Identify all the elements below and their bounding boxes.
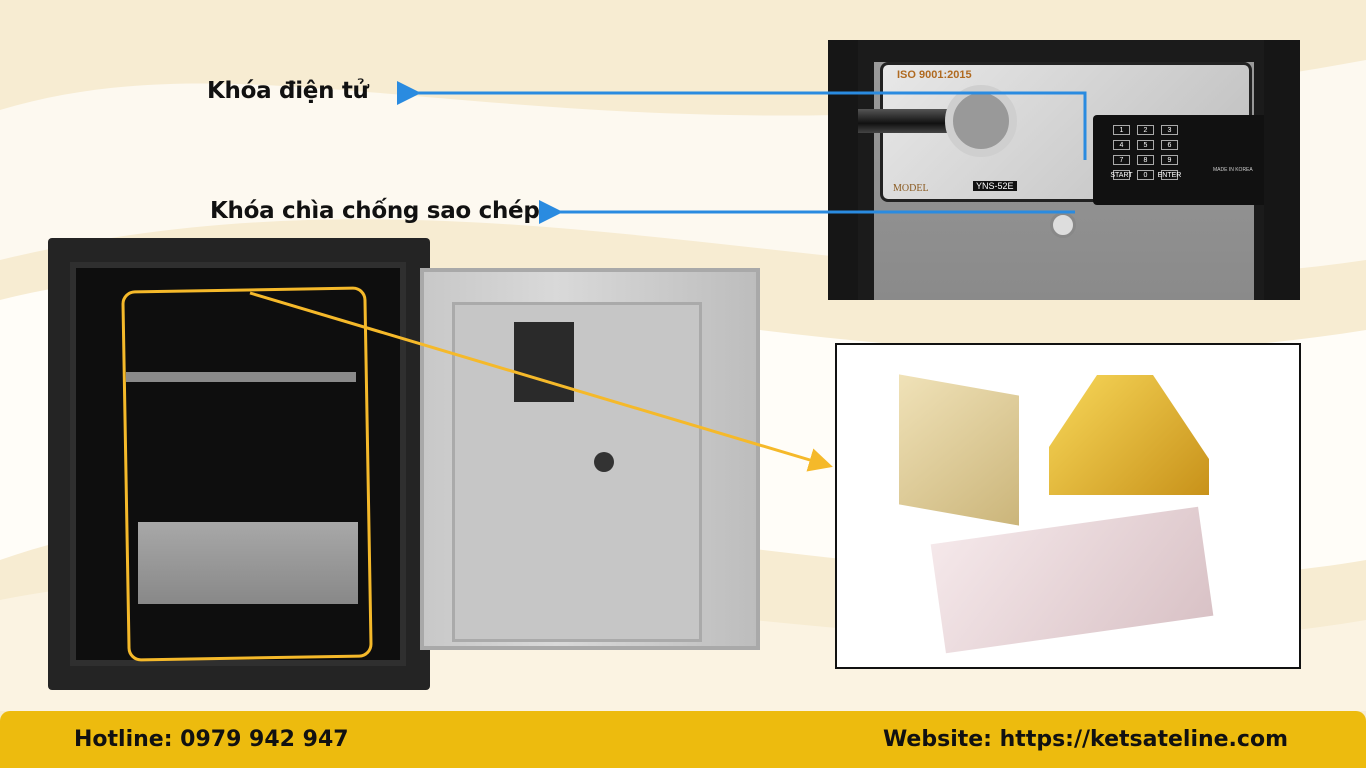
keypad-key: 7: [1113, 155, 1130, 165]
keypad-key: 2: [1137, 125, 1154, 135]
electronic-lock-photo: ISO 9001:2015 MODEL YNS-52E MADE IN KORE…: [828, 40, 1300, 300]
model-label: MODEL: [893, 183, 929, 194]
door-inner-panel: [452, 302, 702, 642]
interior-highlight: [121, 286, 373, 662]
keypad-key: 0: [1137, 170, 1154, 180]
keypad-key: 3: [1161, 125, 1178, 135]
keypad-key: 6: [1161, 140, 1178, 150]
website-link[interactable]: Website: https://ketsateline.com: [882, 727, 1288, 752]
interior-arrow: [249, 291, 833, 472]
keypad-key: 5: [1137, 140, 1154, 150]
key-lock-label: Khóa chìa chống sao chép: [210, 198, 540, 224]
handle-knob: [945, 85, 1017, 157]
shelf: [126, 372, 356, 382]
hotline-text[interactable]: Hotline: 0979 942 947: [74, 727, 349, 752]
storage-items-box: [835, 343, 1301, 669]
iso-text: ISO 9001:2015: [897, 69, 972, 81]
footer-bar: [0, 711, 1366, 768]
keypad-key: START: [1110, 170, 1133, 180]
keyhole: [594, 452, 614, 472]
keypad-key: 4: [1113, 140, 1130, 150]
inner-drawer: [138, 522, 358, 604]
safe-interior: [70, 262, 406, 666]
lock-plate: ISO 9001:2015 MODEL YNS-52E MADE IN KORE…: [843, 62, 1293, 205]
safe-open-door: [420, 268, 760, 650]
keypad-key: 8: [1137, 155, 1154, 165]
model-number: YNS-52E: [973, 181, 1017, 191]
made-in-text: MADE IN KOREA: [1213, 167, 1253, 173]
keypad-key: 9: [1161, 155, 1178, 165]
electronic-lock-label: Khóa điện tử: [207, 78, 369, 104]
lock-mechanism: [514, 322, 574, 402]
keypad-key: ENTER: [1157, 170, 1182, 180]
keypad-key: 1: [1113, 125, 1130, 135]
electronic-lock-arrow: [397, 81, 1087, 160]
